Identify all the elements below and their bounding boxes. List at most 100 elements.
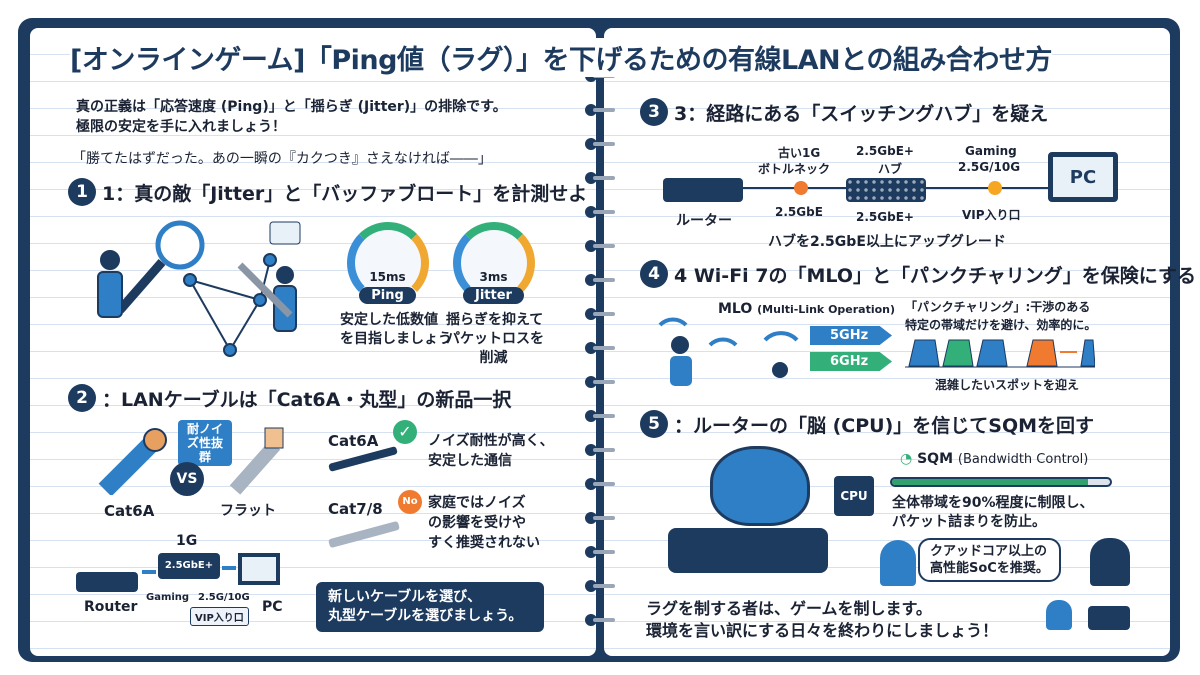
jitter-caption-1: 揺らぎを抑えて [446, 312, 544, 328]
jitter-gauge: 3ms Jitter 揺らぎを抑えて パケットロスを 削減 [446, 222, 544, 368]
sqm-desc-2: パケット詰まりを防止。 [892, 514, 1046, 530]
sqm-bandwidth-fill [892, 479, 1089, 485]
section-1-number: 1 [68, 178, 96, 206]
router-label: Router [84, 599, 138, 615]
spiral-ring [585, 308, 615, 320]
jitter-caption-2: パケットロスを [446, 331, 544, 347]
bubble-line-2: 高性能SoCを推奨。 [930, 561, 1049, 576]
spiral-ring [585, 410, 615, 422]
puncturing-desc-2: 特定の帯域だけを避け、効率的に。 [905, 318, 1097, 332]
section-1-heading: 1 1：真の敵「Jitter」と「バッファブロート」を計測せよ [68, 178, 587, 206]
arrow-icon [142, 570, 156, 574]
ping-label: Ping [359, 287, 416, 304]
ping-gauge: 15ms Ping 安定した低数値 を目指しましょう [340, 222, 452, 349]
footer-line-2: 環境を言い訳にする日々を終わりにしましょう！ [646, 621, 999, 640]
bubble-line-1: クアッドコア以上の [930, 544, 1048, 559]
band-5ghz: 5GHz [810, 326, 892, 345]
intro-line-2: 極限の安定を手に入れましょう！ [76, 119, 286, 135]
sqm-bandwidth-bar [890, 477, 1112, 487]
hub-label-2: ハブ [878, 162, 903, 176]
section-5-title: ：ルーターの「脳 (CPU)」を信じてSQMを回す [674, 414, 1095, 437]
people-network-illustration [90, 220, 320, 360]
intro-quote: 「勝てたはずだった。あの一瞬の『カクつき』さえなければ――」 [72, 151, 492, 167]
intro-line-1: 真の正義は「応答速度 (Ping)」と「揺らぎ (Jitter)」の排除です。 [76, 99, 507, 115]
port-label: 2.5G/10G [958, 160, 1021, 174]
hub-device: 2.5GbE+ [158, 553, 220, 579]
gaming-label: Gaming [965, 144, 1017, 158]
section-4-heading: 4 4 Wi-Fi 7の「MLO」と「パンクチャリング」を保険にする [640, 260, 1196, 288]
vip-entrance-label: VIP入り口 [190, 607, 249, 626]
wifi-people-illustration [650, 300, 810, 390]
pc-icon [238, 553, 280, 585]
bad-cable-desc-2: の影響を受けや [428, 515, 526, 531]
jitter-value: 3ms [479, 270, 508, 284]
man-avatar [1090, 538, 1130, 586]
spiral-ring [585, 206, 615, 218]
section-3-title: 3：経路にある「スイッチングハブ」を疑え [674, 102, 1049, 125]
old-hub-label-1: 古い1G [778, 146, 821, 160]
mlo-title: MLO [718, 301, 753, 317]
pc-icon: PC [1048, 152, 1118, 202]
section-5-number: 5 [640, 410, 668, 438]
noise-resistance-badge: 耐ノイズ性抜群 [178, 420, 232, 466]
bad-cable-desc-3: すく推奨されない [428, 535, 540, 551]
good-cable-desc-1: ノイズ耐性が高く、 [428, 433, 554, 449]
spiral-ring [585, 512, 615, 524]
vip-entrance-label: VIP入り口 [962, 208, 1021, 222]
speedometer-icon: ◔ [900, 451, 913, 467]
spiral-ring [585, 138, 615, 150]
router-icon [76, 572, 138, 592]
cable-comparison-illustration [95, 420, 295, 497]
no-badge: No [398, 490, 422, 514]
spiral-ring [585, 274, 615, 286]
vs-badge: VS [170, 462, 204, 496]
sqm-title: SQM [917, 451, 954, 467]
old-hub-label-2: ボトルネック [758, 162, 831, 176]
spiral-ring [585, 614, 615, 626]
spiral-ring [585, 376, 615, 388]
arrow-icon [222, 566, 236, 570]
bottleneck-dot [794, 181, 808, 195]
section-3-heading: 3 3：経路にある「スイッチングハブ」を疑え [640, 98, 1048, 126]
section-5-heading: 5 ：ルーターの「脳 (CPU)」を信じてSQMを回す [640, 410, 1094, 438]
spectrum-channels [905, 338, 1096, 368]
spiral-ring [585, 478, 615, 490]
spiral-ring [585, 580, 615, 592]
section-4-title: 4 Wi-Fi 7の「MLO」と「パンクチャリング」を保険にする [674, 264, 1196, 287]
page-title: [オンラインゲーム]「Ping値（ラグ）」を下げるための有線LANとの組み合わせ… [70, 38, 1052, 77]
ping-caption-1: 安定した低数値 [340, 312, 438, 328]
section-4-number: 4 [640, 260, 668, 288]
router-icon [668, 528, 828, 573]
check-icon: ✓ [393, 420, 417, 444]
woman-avatar [880, 540, 916, 586]
recommendation-bubble: クアッドコア以上の 高性能SoCを推奨。 [918, 538, 1061, 582]
spiral-ring [585, 172, 615, 184]
cable-advice-callout: 新しいケーブルを選び、 丸型ケーブルを選びましょう。 [316, 582, 544, 632]
mlo-subtitle: (Multi-Link Operation) [757, 303, 896, 316]
hub-label-1: 2.5GbE+ [856, 144, 914, 158]
band-6ghz: 6GHz [810, 352, 892, 371]
net-speed-label: 1G [176, 533, 198, 549]
switching-hub-icon [846, 178, 926, 202]
spiral-ring [585, 240, 615, 252]
callout-line-2: 丸型ケーブルを選びましょう。 [328, 608, 523, 624]
good-cable-desc-2: 安定した通信 [428, 453, 512, 469]
jitter-caption-3: 削減 [479, 350, 508, 366]
hub-speed-label: 2.5GbE+ [856, 210, 914, 224]
router-label: ルーター [676, 213, 732, 229]
hub-upgrade-text: ハブを2.5GbE以上にアップグレード [768, 234, 1006, 250]
vip-dot [988, 181, 1002, 195]
sqm-label: ◔ SQM (Bandwidth Control) [900, 450, 1088, 469]
callout-line-1: 新しいケーブルを選び、 [328, 589, 482, 605]
puncturing-desc-1: 「パンクチャリング」:干渉のある [905, 300, 1091, 314]
gaming-label: Gaming [146, 592, 190, 603]
cpu-chip: CPU [834, 476, 874, 516]
section-2-title: ：LANケーブルは「Cat6A・丸型」の新品一択 [102, 388, 512, 411]
link-speed-label: 2.5GbE [775, 205, 823, 219]
cable-a-label: Cat6A [104, 502, 155, 520]
section-3-number: 3 [640, 98, 668, 126]
router-icon [663, 178, 743, 202]
gaming-setup-icon [1088, 606, 1130, 630]
mlo-label: MLO (Multi-Link Operation) [718, 300, 895, 319]
jitter-label: Jitter [463, 287, 524, 304]
